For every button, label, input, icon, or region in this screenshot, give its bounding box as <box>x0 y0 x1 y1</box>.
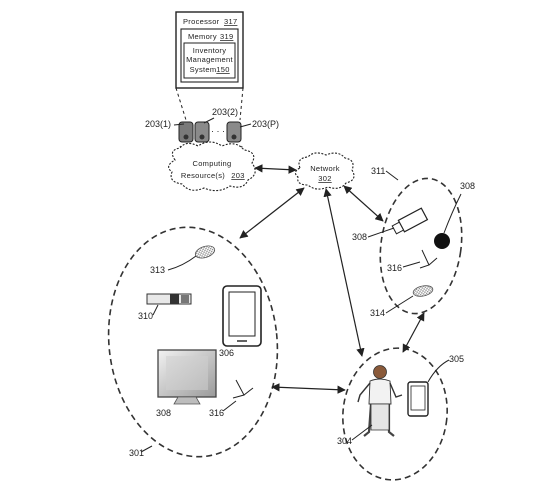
ref-314: 314 <box>370 308 385 318</box>
computing-line1: Computing <box>193 159 232 168</box>
ref-306: 306 <box>219 348 234 358</box>
link-computing-network <box>254 164 297 174</box>
antenna-316-icon <box>232 379 254 399</box>
ref-313: 313 <box>150 265 165 275</box>
display-308-icon <box>157 349 217 405</box>
tablet-306-icon <box>222 285 262 347</box>
servers-dots: · · · <box>211 126 225 136</box>
processor-ref: 317 <box>224 17 237 26</box>
area-311-boundary <box>379 177 463 315</box>
ims-line2: Management <box>186 55 233 64</box>
leader-316-b <box>402 261 421 268</box>
ref-308-a: 308 <box>156 408 171 418</box>
processor-label: Processor <box>183 17 220 26</box>
ref-310: 310 <box>138 311 153 321</box>
area-301-boundary <box>107 226 279 458</box>
sensor-308-icon <box>434 233 450 249</box>
leader-203-2 <box>203 117 215 124</box>
leader-203-1 <box>173 123 185 126</box>
ref-316-b: 316 <box>387 263 402 273</box>
ref-308-b: 308 <box>352 232 367 242</box>
rfid-reader-313-icon <box>194 245 216 259</box>
network-cloud <box>294 152 355 190</box>
server-icon-1 <box>178 121 194 143</box>
computing-ref: 203 <box>231 171 244 180</box>
leader-301 <box>140 445 153 453</box>
link-area-311-user <box>402 312 425 353</box>
network-label: Network <box>310 164 340 173</box>
processor-box: Processor 317 Memory 319 Inventory Manag… <box>175 11 244 89</box>
link-network-area-301 <box>239 187 305 239</box>
rfid-reader-314-icon <box>412 285 434 297</box>
leader-304 <box>351 424 373 441</box>
tablet-305-icon <box>407 381 429 417</box>
person-304-icon <box>357 365 403 437</box>
leader-308-b <box>367 227 395 238</box>
computing-line2: Resource(s) <box>181 171 225 180</box>
leader-313 <box>167 255 197 271</box>
projection-line-left <box>175 87 187 121</box>
projection-line-right <box>239 87 244 121</box>
leader-203-p <box>239 123 252 128</box>
leader-311 <box>385 170 399 181</box>
area-user-boundary <box>342 347 448 481</box>
scanner-310-icon <box>146 293 192 305</box>
server-icon-p <box>226 121 242 143</box>
leader-310 <box>152 304 159 316</box>
camera-308-icon <box>391 207 429 235</box>
memory-label: Memory <box>188 32 217 41</box>
ref-308-c: 308 <box>460 181 475 191</box>
ref-203-2: 203(2) <box>212 107 238 117</box>
link-network-area-311 <box>343 185 384 222</box>
antenna-316-b-icon <box>419 249 438 269</box>
ref-305: 305 <box>449 354 464 364</box>
network-ref: 302 <box>318 174 331 183</box>
ref-301: 301 <box>129 448 144 458</box>
ref-311: 311 <box>371 166 385 176</box>
link-network-user <box>323 188 365 357</box>
ref-316-a: 316 <box>209 408 224 418</box>
ims-line1: Inventory <box>193 46 227 55</box>
link-area-301-user <box>271 383 346 394</box>
ims-ref: 150 <box>216 65 229 74</box>
leader-314 <box>385 295 414 314</box>
ims-line3: System <box>190 65 217 74</box>
server-rack-icons: · · · <box>178 121 242 143</box>
ref-203-p: 203(P) <box>252 119 279 129</box>
ref-203-1: 203(1) <box>145 119 171 129</box>
memory-ref: 319 <box>220 32 233 41</box>
leader-308-c <box>443 193 462 234</box>
leader-305 <box>427 359 450 383</box>
leader-316-a <box>222 400 237 412</box>
server-icon-2 <box>194 121 210 143</box>
ref-304: 304 <box>337 436 352 446</box>
